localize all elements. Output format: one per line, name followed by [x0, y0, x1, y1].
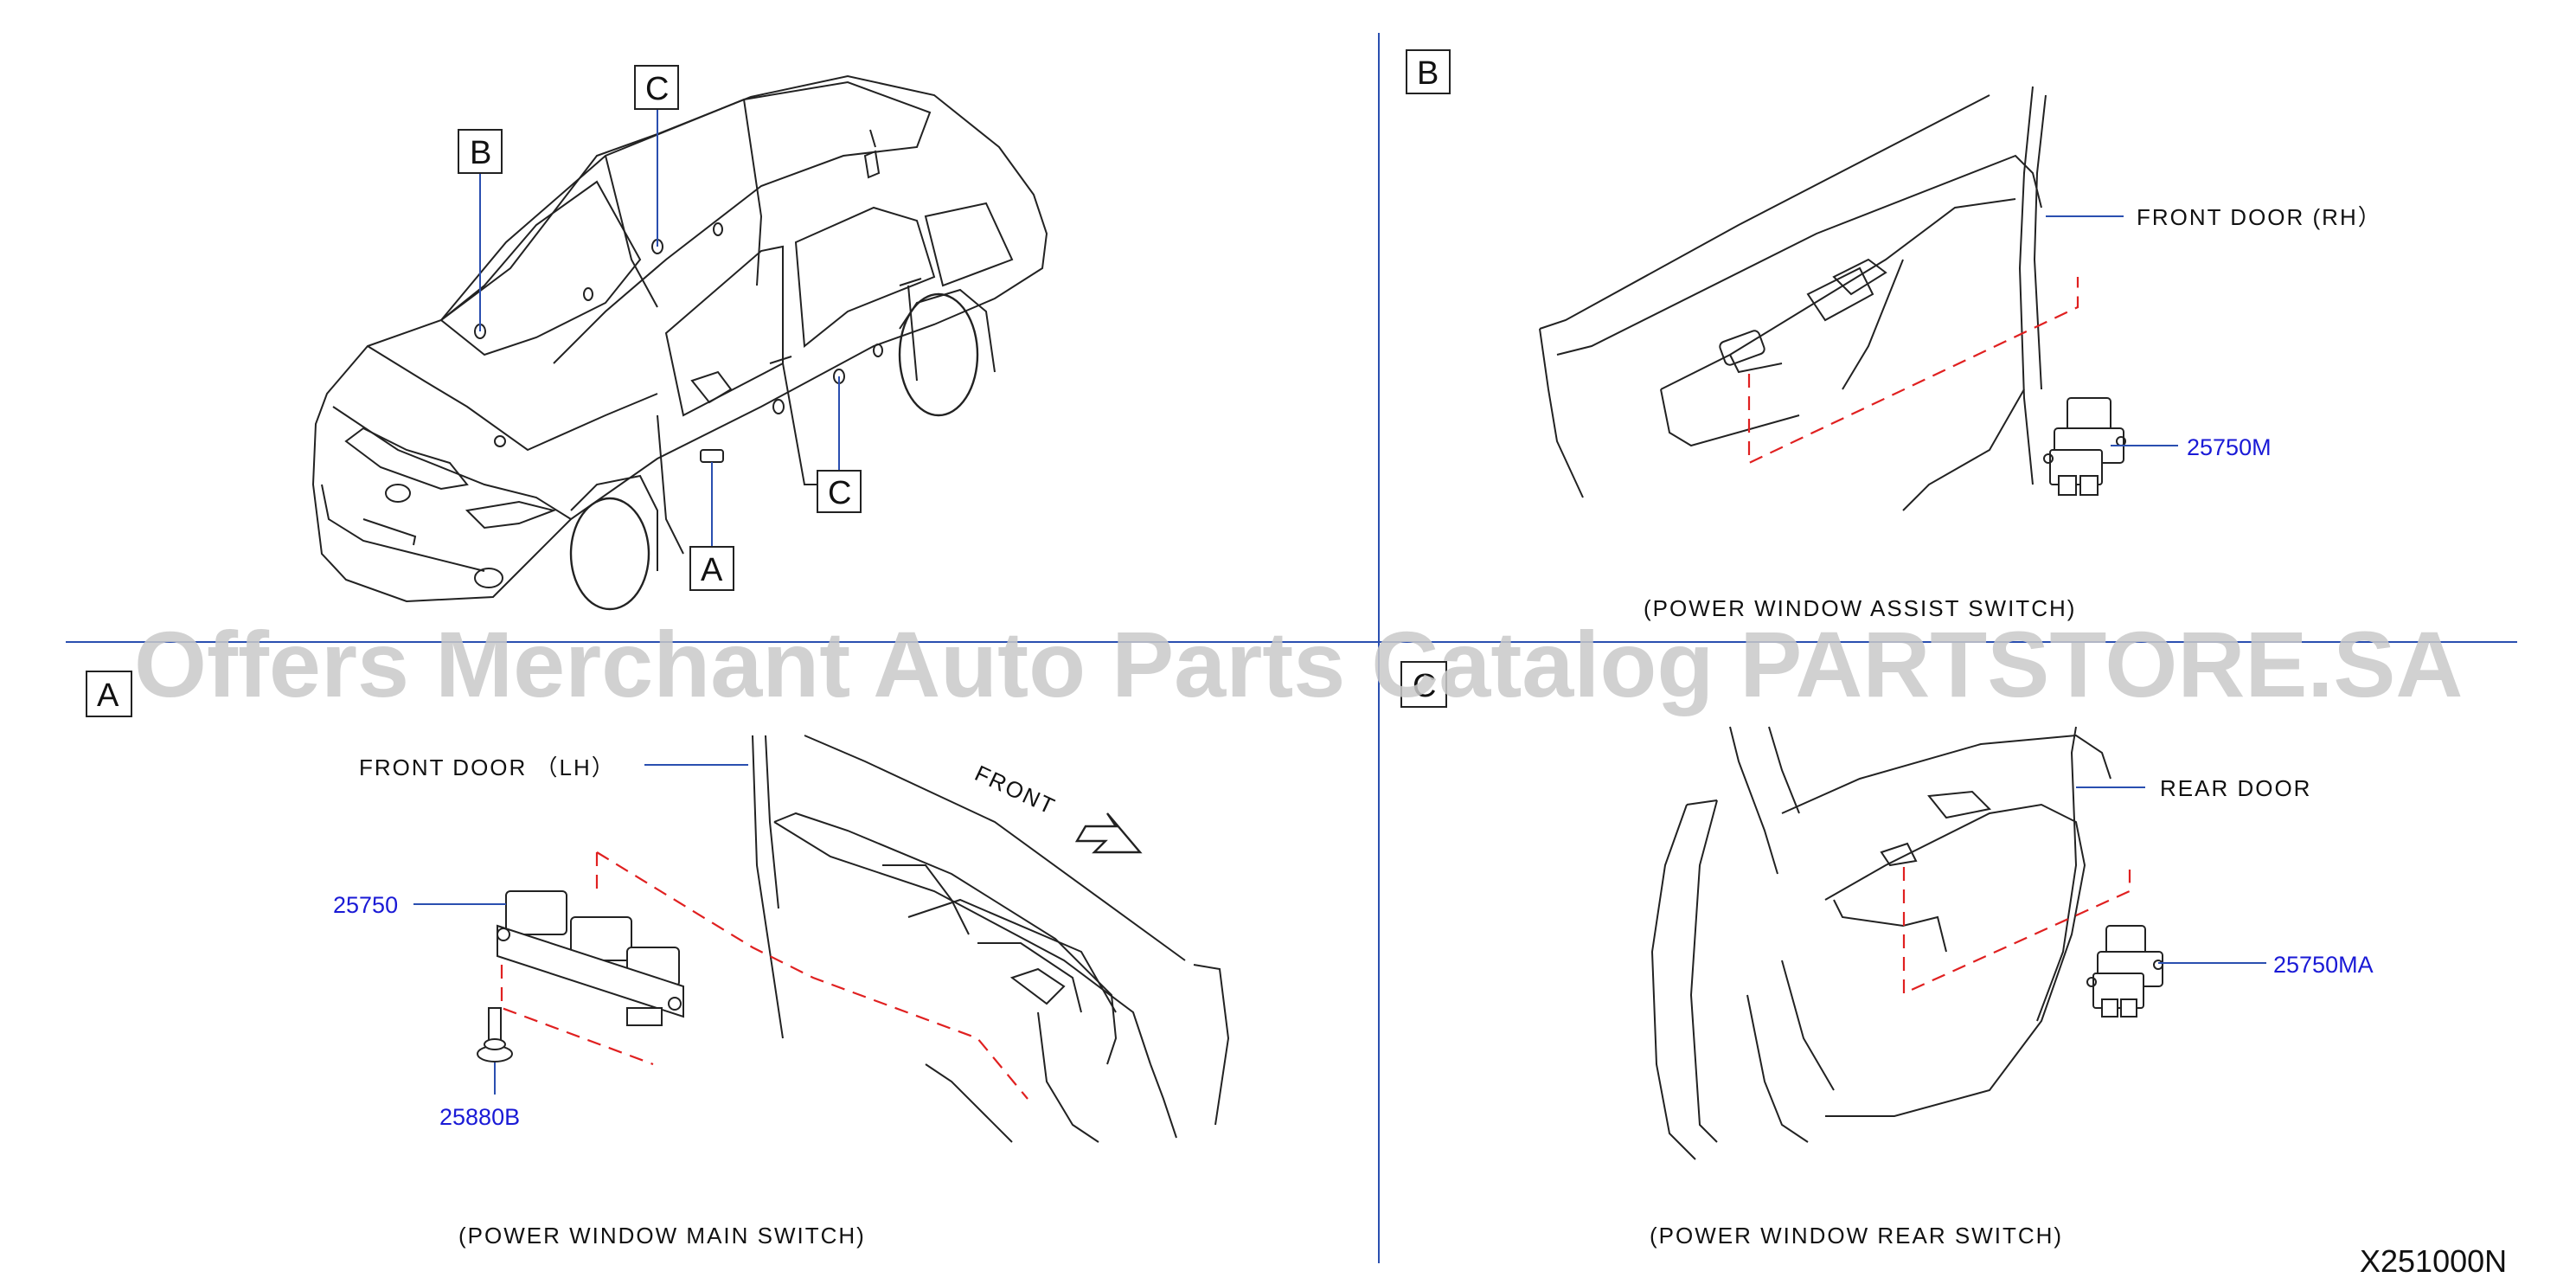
diagram-code: X251000N — [2360, 1243, 2507, 1279]
front-direction-indicator: FRONT — [971, 760, 1143, 854]
svg-text:FRONT: FRONT — [971, 760, 1060, 819]
svg-text:B: B — [1417, 55, 1439, 92]
switch-25750m-drawing — [2043, 397, 2126, 496]
front-door-rh-label: FRONT DOOR (RH） — [2137, 204, 2382, 230]
switch-25750ma-drawing — [2086, 925, 2163, 1018]
svg-text:C: C — [645, 71, 669, 107]
part-number-25750[interactable]: 25750 — [333, 892, 398, 918]
panel-c: C 25750MA REAR DOOR (POWER — [1400, 661, 2374, 1249]
rear-door-label: REAR DOOR — [2160, 775, 2311, 801]
part-number-25750ma[interactable]: 25750MA — [2273, 952, 2374, 978]
caption-power-window-main-switch: (POWER WINDOW MAIN SWITCH) — [458, 1223, 866, 1249]
caption-power-window-assist-switch: (POWER WINDOW ASSIST SWITCH) — [1644, 595, 2076, 621]
watermark-text: Offers Merchant Auto Parts Catalog PARTS… — [134, 612, 2463, 716]
svg-text:C: C — [1413, 668, 1436, 704]
caption-power-window-rear-switch: (POWER WINDOW REAR SWITCH) — [1650, 1223, 2063, 1249]
panel-separators — [66, 33, 2517, 1263]
svg-text:B: B — [470, 135, 491, 171]
part-number-25880b[interactable]: 25880B — [439, 1104, 520, 1130]
front-door-lh-label: FRONT DOOR （LH） — [359, 754, 616, 780]
svg-text:A: A — [701, 552, 723, 588]
marker-a-panel[interactable]: A — [86, 671, 132, 717]
marker-c-overview-bottom[interactable]: C — [817, 470, 862, 513]
panel-a: A FRONT DOOR （LH） FRONT — [86, 671, 1230, 1249]
marker-a-overview[interactable]: A — [689, 546, 734, 591]
screw-25880b-drawing — [477, 1007, 513, 1063]
switch-25750-drawing — [497, 890, 684, 1026]
marker-b-overview[interactable]: B — [458, 129, 503, 174]
panel-b: B 25750M FRONT DOOR (RH） — [1406, 49, 2382, 621]
part-number-25750m[interactable]: 25750M — [2187, 434, 2272, 460]
vehicle-overview — [311, 74, 1048, 611]
svg-text:C: C — [828, 475, 851, 511]
marker-c-overview-top[interactable]: C — [634, 65, 679, 110]
marker-c-panel[interactable]: C — [1400, 661, 1447, 708]
svg-text:A: A — [97, 677, 119, 714]
marker-b-panel[interactable]: B — [1406, 49, 1451, 94]
